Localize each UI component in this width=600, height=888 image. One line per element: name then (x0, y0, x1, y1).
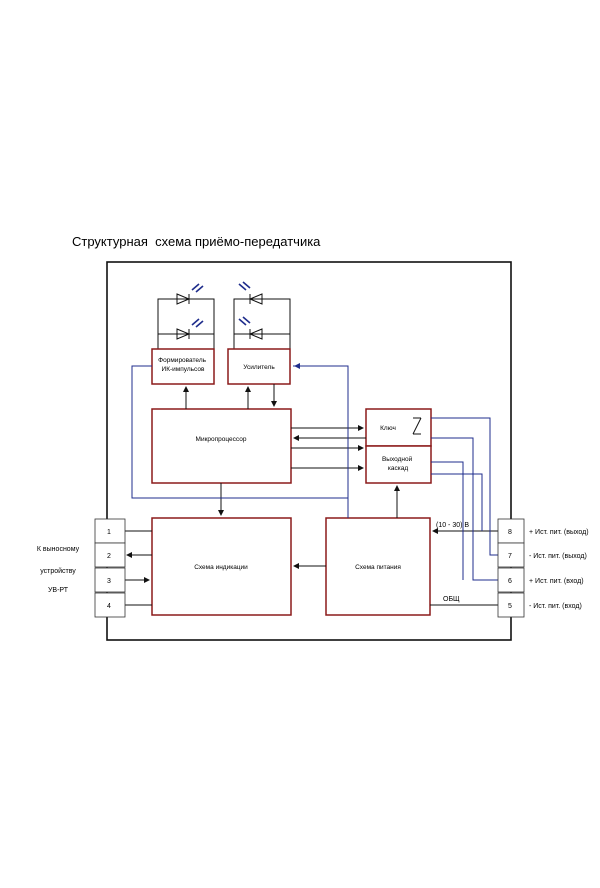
connections-blue (131, 363, 498, 581)
block-usilitel (227, 348, 291, 385)
block-klyuch-label: Ключ (380, 425, 396, 432)
block-vyhodnoy-line2: каскад (388, 465, 408, 472)
right-pin-label: + Ист. пит. (вход) (529, 578, 584, 585)
left-pin (94, 542, 126, 568)
led-group-right (233, 281, 291, 349)
left-pin (94, 567, 126, 593)
led-icon (176, 318, 204, 340)
left-pin-number: 3 (107, 578, 111, 585)
enclosure-frame (106, 261, 512, 641)
right-pin-label: - Ист. пит. (выход) (529, 553, 587, 560)
block-usilitel-label: Усилитель (243, 364, 275, 371)
right-pin-number: 6 (508, 578, 512, 585)
right-pin-label: - Ист. пит. (вход) (529, 603, 582, 610)
block-formirovatel-line2: ИК-импульсов (162, 366, 205, 373)
block-mikroprocessor-label: Микропроцессор (196, 436, 247, 443)
right-pin-number: 7 (508, 553, 512, 560)
left-connector: 1 2 3 4 (94, 518, 126, 618)
left-pin-number: 2 (107, 553, 111, 560)
right-pin (497, 592, 525, 618)
led-group-left (157, 283, 215, 349)
voltage-label: (10 - 30) В (436, 522, 469, 529)
right-pin (497, 567, 525, 593)
connections-black (125, 384, 498, 606)
led-icon (238, 316, 263, 340)
led-icon (176, 283, 204, 305)
right-pin-number: 5 (508, 603, 512, 610)
svg-text:Выходной каскад: Выходной каскад (382, 455, 414, 472)
left-label-line3: УВ-РТ (48, 587, 69, 594)
right-pin (497, 518, 525, 544)
block-vyhodnoy-line1: Выходной (382, 455, 413, 463)
svg-text:Формирователь ИК-импульсов: Формирователь ИК-импульсов (158, 357, 208, 373)
left-pin (94, 518, 126, 544)
left-pin (94, 592, 126, 618)
block-pitanie (325, 517, 431, 616)
block-formirovatel-line1: Формирователь (158, 357, 206, 364)
block-klyuch (365, 408, 432, 447)
right-pin-number: 8 (508, 529, 512, 536)
block-vyhodnoy (365, 445, 432, 484)
led-icon (238, 281, 263, 305)
right-connector: 8 + Ист. пит. (выход) 7 - Ист. пит. (выход)… (497, 518, 589, 618)
left-pin-number: 4 (107, 603, 111, 610)
block-indikaciya (151, 517, 292, 616)
block-pitanie-label: Схема питания (355, 564, 401, 571)
diagram-title: Структурная схема приёмо-передатчика (72, 234, 321, 249)
left-label-line2: устройству (40, 567, 76, 575)
right-pin-label: + Ист. пит. (выход) (529, 529, 589, 536)
block-mikroprocessor (151, 408, 292, 484)
left-label-line1: К выносному (37, 546, 80, 553)
common-label: ОБЩ (443, 596, 460, 603)
left-pin-number: 1 (107, 529, 111, 536)
block-indikaciya-label: Схема индикации (194, 564, 248, 571)
right-pin (497, 542, 525, 568)
switch-symbol (412, 417, 422, 435)
